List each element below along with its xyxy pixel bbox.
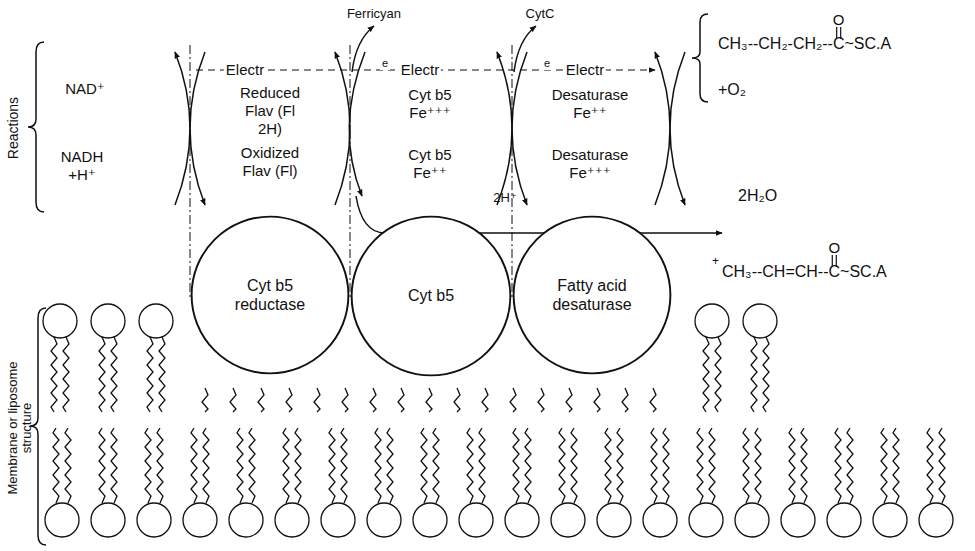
protein-name: Cyt b5 reductase (214, 276, 326, 314)
electron-mark: e (542, 57, 552, 70)
axis-label: Reactions (6, 97, 21, 159)
oxygen-atom: O (828, 239, 840, 257)
protein-circle: Cyt b5 reductase (190, 215, 350, 375)
protein-circle: Fatty acid desaturase (512, 215, 672, 375)
product-formula: CH₃--CH=CH--C~SC.A (722, 262, 887, 281)
state-label: Cyt b5 Fe⁺⁺ (398, 146, 462, 182)
state-label: Desaturase Fe⁺⁺ (543, 86, 637, 122)
circle-outline (512, 215, 672, 375)
circle-outline (190, 215, 350, 375)
cofactor: NADH +H⁺ (56, 148, 108, 184)
flow-label: Electr (224, 61, 266, 79)
protein-name: Fatty acid desaturase (536, 276, 648, 314)
substrate-formula: CH₃--CH₂-CH₂--C~SC.A (718, 34, 891, 53)
state-label: Reduced Flav (Fl 2H) (234, 84, 306, 138)
product-formula: 2H₂O (738, 186, 777, 205)
flow-label: Electr (564, 61, 606, 79)
state-label: Oxidized Flav (Fl) (230, 144, 310, 180)
acceptor-name: CytC (526, 6, 555, 22)
axis-label: Membrane or liposome structure (6, 338, 35, 518)
protein-circle: Cyt b5 (350, 215, 512, 377)
charge-sign: + (712, 254, 719, 268)
acceptor-name: Ferricyan (347, 6, 401, 22)
proton-label: 2H⁺ (493, 190, 516, 206)
cofactor: NAD⁺ (65, 80, 105, 98)
protein-name: Cyt b5 (375, 286, 487, 305)
electron-mark: e (380, 57, 390, 70)
reactant-formula: +O₂ (718, 80, 746, 99)
state-label: Desaturase Fe⁺⁺⁺ (543, 146, 637, 182)
flow-label: Electr (399, 61, 441, 79)
state-label: Cyt b5 Fe⁺⁺⁺ (398, 86, 462, 122)
oxygen-atom: O (833, 11, 845, 29)
